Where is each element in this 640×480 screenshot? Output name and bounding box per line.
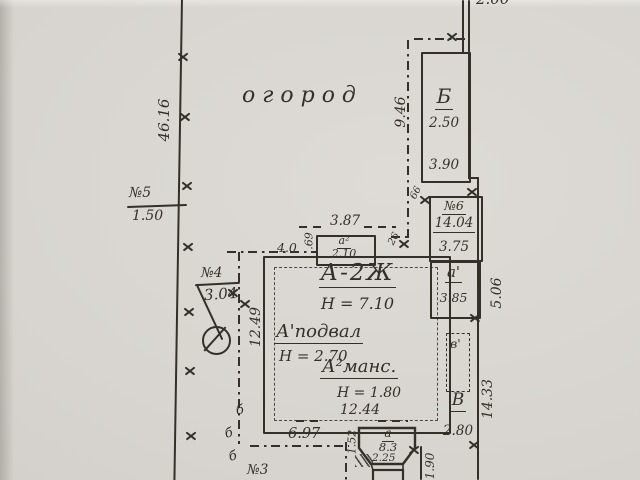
building-a-label-text: А-2Ж — [318, 260, 397, 288]
point6-dim1: 14.04 — [429, 215, 479, 233]
annex-a1-dim: 3.85 — [439, 290, 468, 305]
well-symbol-slash — [203, 326, 227, 352]
dim-387-dash-left — [299, 226, 327, 228]
building-a-attic-text: А²манс. — [320, 356, 399, 379]
right-boundary-inner-line — [462, 0, 464, 54]
scan-highlight-top — [0, 0, 640, 8]
building-a-basement-text: А'подвал — [274, 321, 364, 344]
point6-dim1-text: 14.04 — [432, 215, 476, 233]
annex-a1-outline — [430, 261, 481, 319]
building-a-height: Н = 7.10 — [320, 294, 395, 313]
building-b-width: 3.90 — [428, 157, 460, 173]
fence-letter-b3: б — [227, 448, 239, 465]
annex-v-dim: 2.80 — [442, 423, 474, 439]
building-a-attic-height: Н = 1.80 — [337, 385, 402, 401]
top-dim-label: 2.00 — [476, 0, 509, 8]
fence-line-697 — [250, 445, 349, 447]
survey-tick — [468, 439, 480, 451]
fence-line-946 — [407, 40, 409, 238]
porch-label-text: а — [382, 426, 394, 442]
porch-side-dim: 1.52 — [345, 429, 359, 455]
annex-a2-dim: 2.10 — [331, 247, 357, 260]
porch-right-dim: 1.90 — [423, 452, 437, 480]
fence-letter-b2: б — [223, 425, 235, 442]
fence-line-stub — [391, 236, 408, 238]
building-a-side-dim: 12.49 — [248, 306, 264, 348]
survey-tick — [184, 365, 196, 377]
survey-tick — [182, 241, 194, 253]
survey-tick — [181, 180, 193, 192]
point6-number-text: №6 — [442, 198, 466, 215]
dim-069: .69 — [302, 232, 316, 250]
dim-387: 3.87 — [330, 213, 361, 229]
building-b-label-text: Б — [434, 84, 454, 110]
porch-dim-line — [420, 446, 422, 480]
survey-tick — [179, 111, 191, 123]
fence-line-west — [238, 252, 240, 444]
annex-a2-label-text: а² — [336, 234, 352, 249]
annex-a2-label: а² — [316, 234, 372, 249]
point4-number: №4 — [201, 265, 223, 281]
scan-shadow-left — [0, 0, 14, 480]
survey-tick — [185, 430, 197, 442]
fence-line-40 — [227, 251, 317, 253]
fence-line-bottom — [345, 442, 347, 480]
point4-dim: 3.04 — [203, 283, 238, 305]
building-a-basement-height: Н = 2.70 — [279, 347, 348, 365]
building-a-outline — [263, 256, 451, 434]
building-a-label: А-2Ж — [300, 260, 415, 288]
right-boundary-lower-line — [477, 177, 480, 480]
point6-number: №6 — [429, 198, 479, 215]
building-b-outline — [421, 52, 471, 183]
survey-tick — [183, 306, 195, 318]
porch-hatching — [355, 454, 373, 467]
annex-v-label-text: В — [449, 390, 467, 412]
dim-1244-dash-right — [378, 420, 408, 422]
annex-a2-outline — [316, 235, 376, 266]
point6-dim2: 3.75 — [438, 239, 470, 255]
building-a-bottom-dim: 12.44 — [339, 402, 381, 418]
building-b-dim: 2.50 — [428, 115, 460, 131]
annex-a1-label-text: а' — [444, 263, 463, 283]
right-boundary-jog — [468, 177, 479, 179]
survey-tick — [446, 31, 458, 43]
annex-v-label: В — [443, 390, 473, 412]
building-a-basement: А'подвал — [274, 321, 364, 344]
annex-v1-outline — [446, 333, 470, 392]
survey-tick — [177, 51, 189, 63]
well-symbol — [202, 326, 231, 355]
porch-area: 8.3 — [378, 440, 398, 454]
dim-387-dash-right — [364, 226, 396, 228]
dim-1433: 14.33 — [480, 378, 496, 420]
point5-number: №5 — [129, 185, 152, 201]
left-boundary-line — [173, 0, 184, 480]
building-a-inner-wall — [274, 267, 438, 421]
garden-label: огород — [242, 83, 363, 108]
building-a-attic: А²манс. — [320, 356, 399, 379]
point5-dim: 1.50 — [132, 208, 164, 224]
porch-dim: 2.25 — [372, 452, 396, 464]
left-boundary-length: 46.16 — [155, 98, 173, 142]
dim-1244-dash-left — [296, 420, 324, 422]
fence-letter-b1: б — [234, 402, 246, 419]
annex-v1-label: в' — [450, 336, 461, 351]
fence-line-top — [414, 38, 466, 40]
annex-a1-label: а' — [430, 263, 477, 283]
bottom-fence-length: 6.97 — [288, 426, 321, 442]
fence-length-946: 9.46 — [393, 96, 409, 128]
porch-label: а — [358, 426, 418, 442]
point3-number: №3 — [247, 462, 269, 478]
dim-40: 4.0 — [277, 240, 297, 255]
dim-506: 5.06 — [489, 277, 505, 309]
building-b-label: Б — [421, 84, 467, 110]
